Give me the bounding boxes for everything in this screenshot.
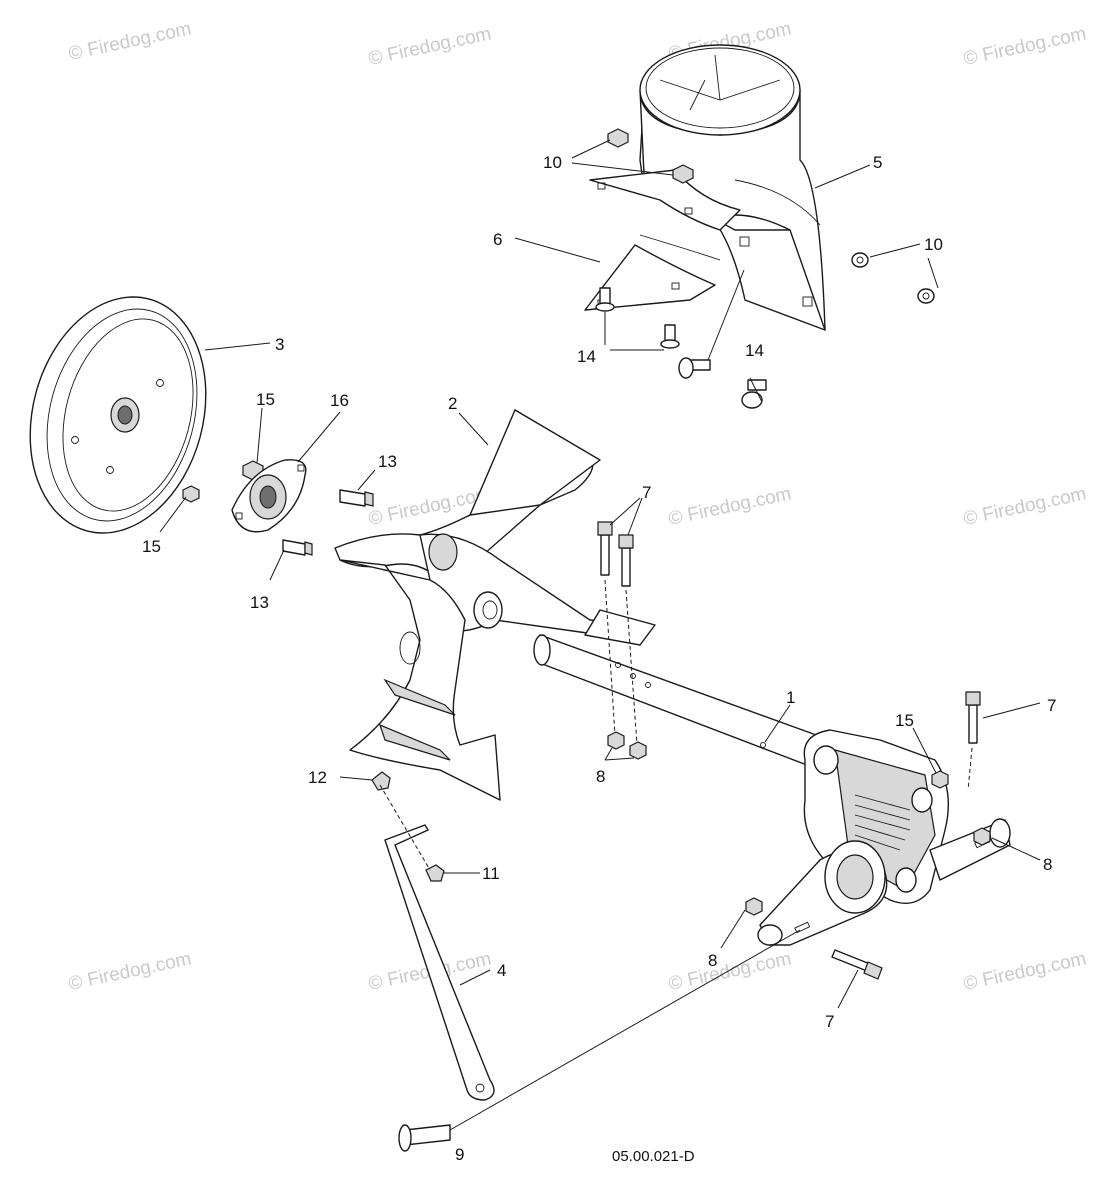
callout-5: 5 xyxy=(873,153,882,172)
callout-7: 7 xyxy=(642,483,651,502)
callout-3: 3 xyxy=(275,335,284,354)
clevis-pin xyxy=(398,1124,451,1152)
chute-bracket xyxy=(334,409,656,801)
callout-11: 11 xyxy=(482,864,500,883)
callout-15: 15 xyxy=(895,711,914,730)
callout-2: 2 xyxy=(448,394,457,413)
callout-9: 9 xyxy=(455,1145,464,1164)
callout-6: 6 xyxy=(493,230,502,249)
flange-nut xyxy=(931,770,949,789)
callout-7: 7 xyxy=(1047,696,1056,715)
watermark: © Firedog.com xyxy=(367,23,494,70)
watermark: © Firedog.com xyxy=(962,23,1089,70)
watermark: © Firedog.com xyxy=(667,483,794,530)
callout-1: 1 xyxy=(786,688,795,707)
callout-13: 13 xyxy=(250,593,269,612)
callout-labels: 10 5 6 10 14 14 3 15 16 2 13 7 15 13 1 7… xyxy=(142,153,1056,1164)
rod-clip xyxy=(371,771,445,882)
watermark: © Firedog.com xyxy=(962,948,1089,995)
flange-bearing xyxy=(231,459,307,533)
leader-lines xyxy=(159,139,1041,1009)
hex-nut xyxy=(607,731,991,916)
flange-nut xyxy=(607,128,935,304)
pulley xyxy=(29,296,207,534)
callout-14: 14 xyxy=(745,341,764,360)
callout-8: 8 xyxy=(596,767,605,786)
carriage-bolt xyxy=(595,287,767,409)
callout-8: 8 xyxy=(1043,855,1052,874)
callout-10: 10 xyxy=(543,153,562,172)
figure-code: 05.00.021-D xyxy=(612,1148,695,1165)
callout-7: 7 xyxy=(825,1012,834,1031)
callout-4: 4 xyxy=(497,961,506,980)
control-rod xyxy=(384,824,495,1101)
watermark: © Firedog.com xyxy=(67,948,194,995)
watermark: © Firedog.com xyxy=(667,948,794,995)
deflector-plate xyxy=(584,169,741,311)
callout-10: 10 xyxy=(924,235,943,254)
hex-bolt xyxy=(597,521,981,980)
gearbox xyxy=(757,729,1011,946)
hex-bolt xyxy=(282,489,374,556)
callout-16: 16 xyxy=(330,391,349,410)
callout-12: 12 xyxy=(308,768,327,787)
watermark: © Firedog.com xyxy=(962,483,1089,530)
callout-15: 15 xyxy=(256,390,275,409)
watermark: © Firedog.com xyxy=(67,18,194,65)
callout-8: 8 xyxy=(708,951,717,970)
callout-15: 15 xyxy=(142,537,161,556)
callout-14: 14 xyxy=(577,347,596,366)
callout-13: 13 xyxy=(378,452,397,471)
auger-shaft xyxy=(533,634,831,771)
